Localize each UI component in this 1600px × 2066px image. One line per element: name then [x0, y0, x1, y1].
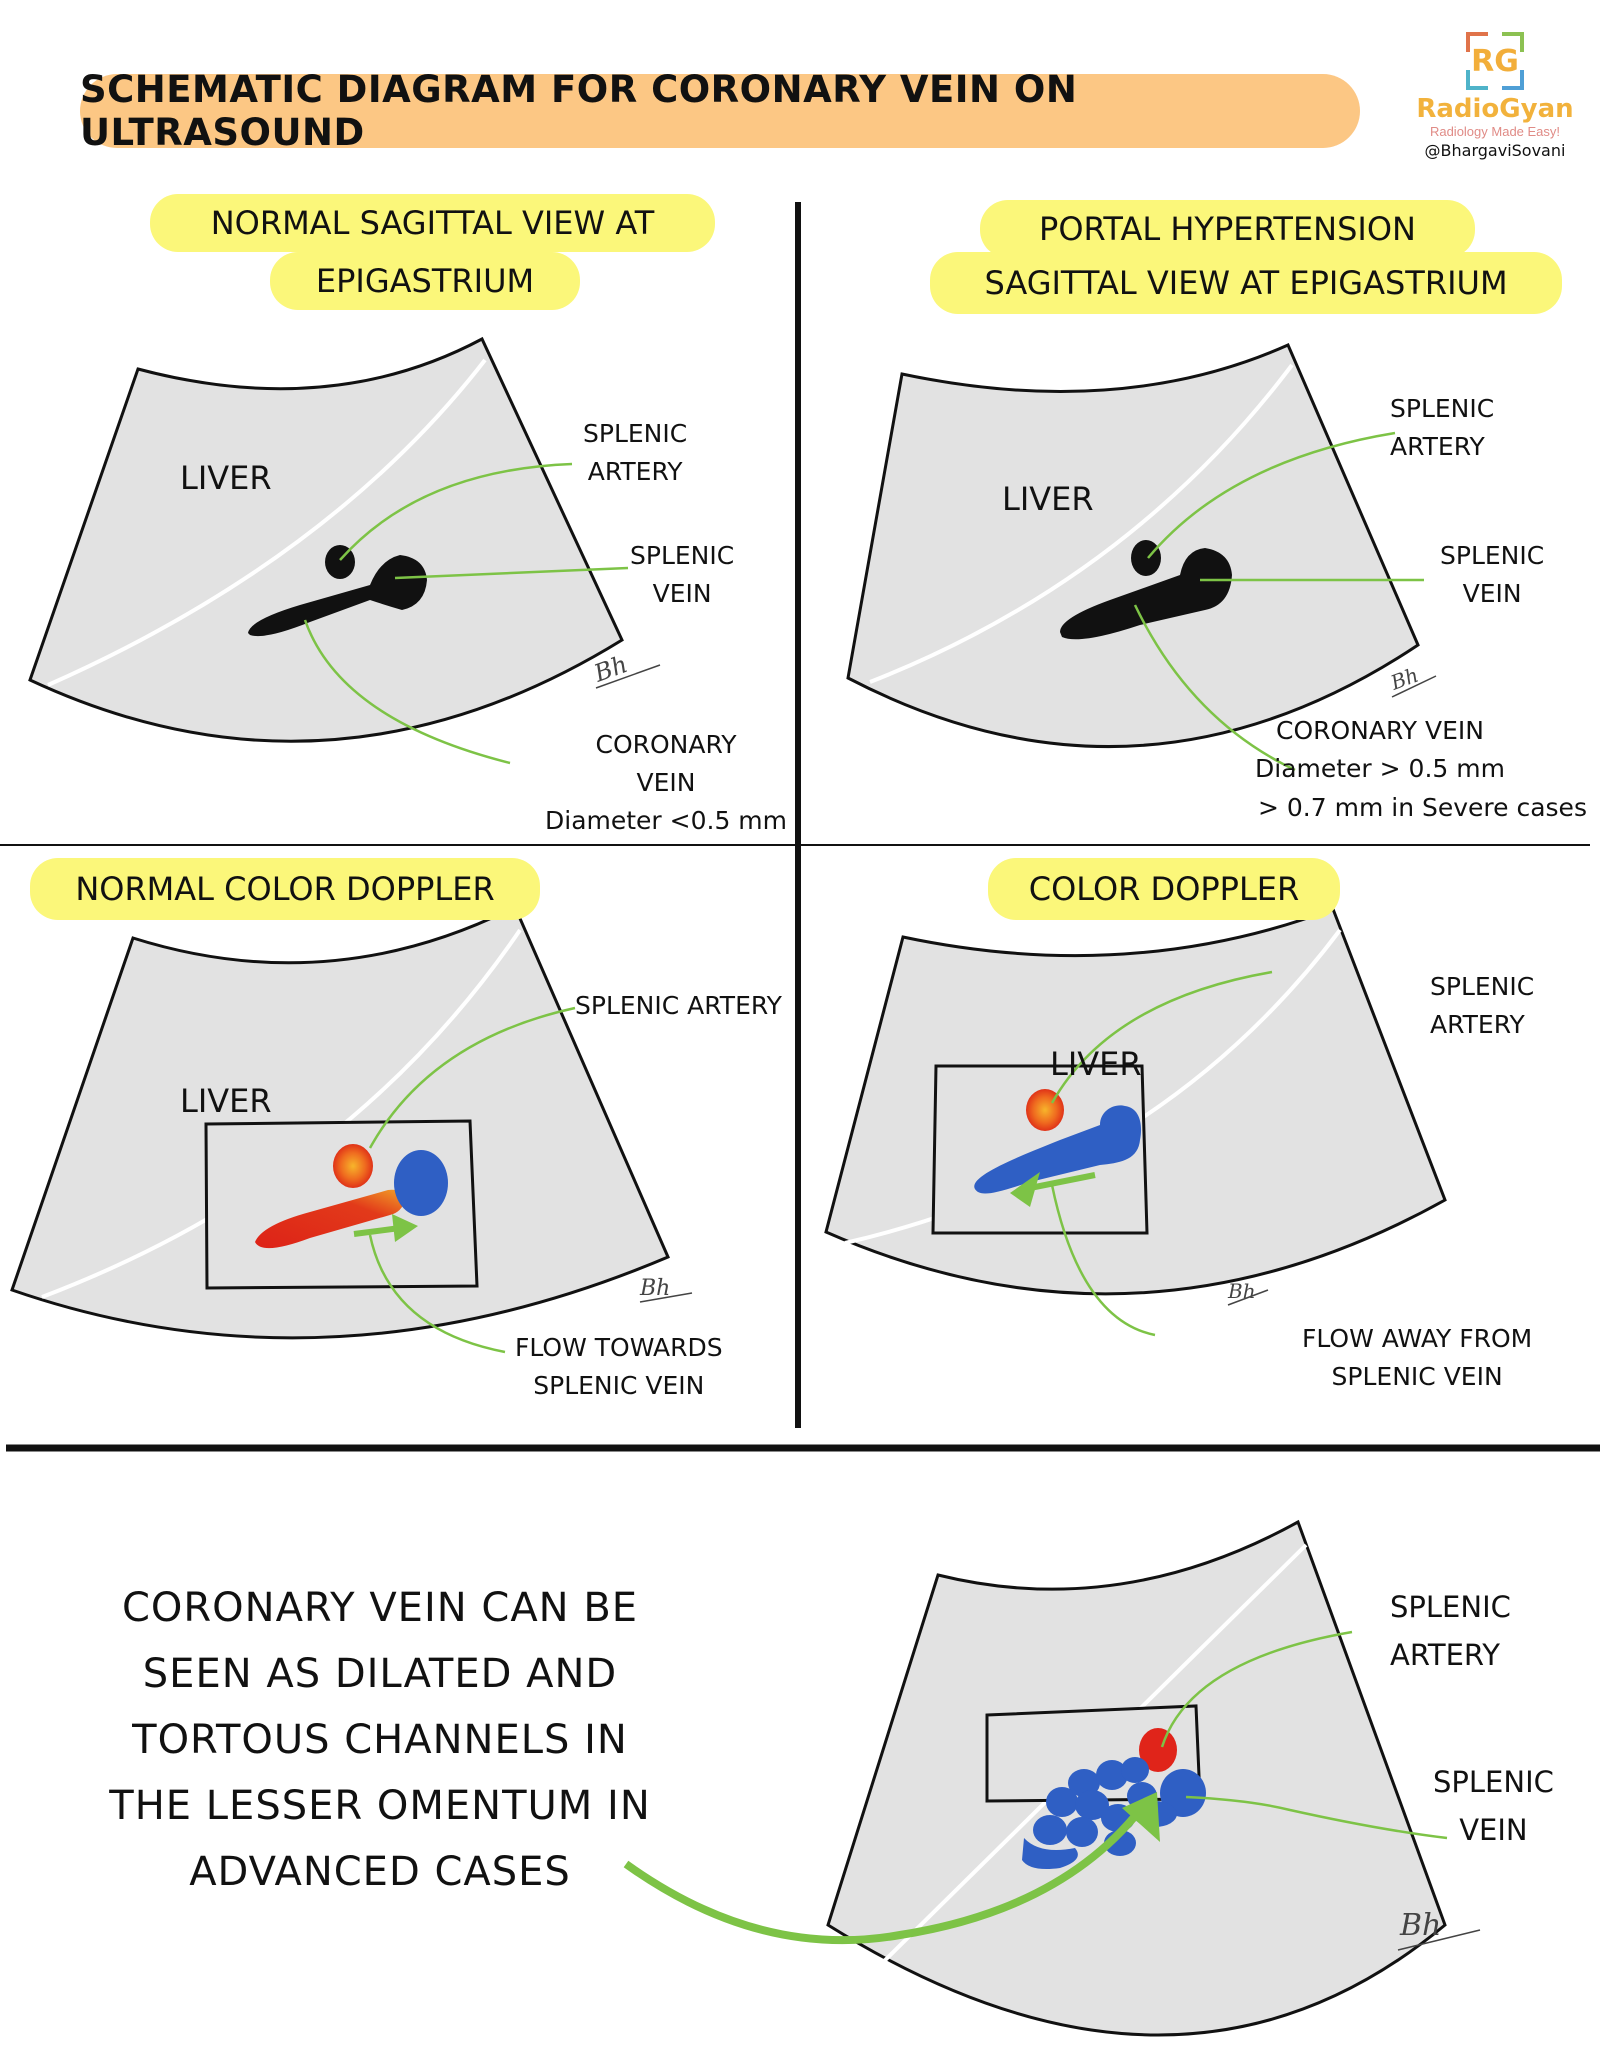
heading-portal-hypertension-line2: SAGITTAL VIEW AT EPIGASTRIUM — [930, 252, 1562, 314]
page-title: SCHEMATIC DIAGRAM FOR CORONARY VEIN ON U… — [80, 68, 1078, 154]
heading-color-doppler: COLOR DOPPLER — [988, 858, 1340, 920]
radiogyan-logo: RG RadioGyan Radiology Made Easy! @Bharg… — [1395, 30, 1595, 160]
splenic-artery-label: SPLENIC ARTERY — [583, 419, 688, 486]
logo-name: RadioGyan — [1416, 94, 1574, 124]
diameter-dilated-label: Diameter > 0.5 mm — [1255, 754, 1505, 783]
liver-label: LIVER — [180, 459, 272, 497]
flow-towards-label: FLOW TOWARDS SPLENIC VEIN — [515, 1333, 723, 1400]
ultrasound-sector-bottom-right: Bh — [824, 907, 1447, 1337]
heading-normal-sagittal-line2: EPIGASTRIUM — [270, 252, 580, 310]
diameter-normal-label: Diameter <0.5 mm — [545, 806, 788, 835]
liver-label: LIVER — [1050, 1045, 1142, 1083]
splenic-vein-label: SPLENIC VEIN — [1440, 541, 1545, 608]
liver-label: LIVER — [1002, 480, 1094, 518]
logo-tagline: Radiology Made Easy! — [1429, 124, 1561, 139]
ultrasound-sector-top-left: Bh — [28, 336, 661, 765]
heading-portal-hypertension-line1: PORTAL HYPERTENSION — [980, 200, 1475, 258]
ultrasound-sector-advanced: Bh — [623, 1519, 1481, 2037]
coronary-vein-label: CORONARY VEIN Diameter > 0.5 mm — [1255, 712, 1505, 788]
splenic-artery-label: SPLENIC ARTERY — [1430, 972, 1535, 1039]
heading-normal-color-doppler: NORMAL COLOR DOPPLER — [30, 858, 540, 920]
coronary-vein-label: CORONARY VEIN Diameter <0.5 mm — [545, 726, 787, 840]
signature-mark: Bh — [1387, 663, 1422, 695]
signature-mark: Bh — [639, 1276, 670, 1301]
splenic-artery-label: SPLENIC ARTERY — [575, 991, 782, 1020]
ultrasound-sector-top-right: Bh — [846, 343, 1437, 772]
rg-monogram-icon: RG — [1464, 30, 1526, 92]
severe-diameter-label: > 0.7 mm in Severe cases — [1258, 793, 1587, 822]
heading-normal-sagittal-line1: NORMAL SAGITTAL VIEW AT — [150, 194, 715, 252]
splenic-vein-label: SPLENIC VEIN — [1433, 1765, 1554, 1847]
advanced-cases-description: CORONARY VEIN CAN BE SEEN AS DILATED AND… — [109, 1585, 651, 1895]
splenic-vein-label: SPLENIC VEIN — [630, 541, 735, 608]
author-handle: @BhargaviSovani — [1424, 141, 1566, 160]
signature-mark: Bh — [1399, 1908, 1441, 1943]
signature-mark: Bh — [1227, 1279, 1256, 1303]
splenic-artery-label: SPLENIC ARTERY — [1390, 394, 1495, 461]
flow-away-label: FLOW AWAY FROM SPLENIC VEIN — [1302, 1324, 1533, 1391]
ultrasound-sector-bottom-left: Bh — [10, 904, 693, 1354]
splenic-artery-label: SPLENIC ARTERY — [1390, 1590, 1511, 1672]
title-banner: SCHEMATIC DIAGRAM FOR CORONARY VEIN ON U… — [80, 68, 1360, 154]
liver-label: LIVER — [180, 1082, 272, 1120]
